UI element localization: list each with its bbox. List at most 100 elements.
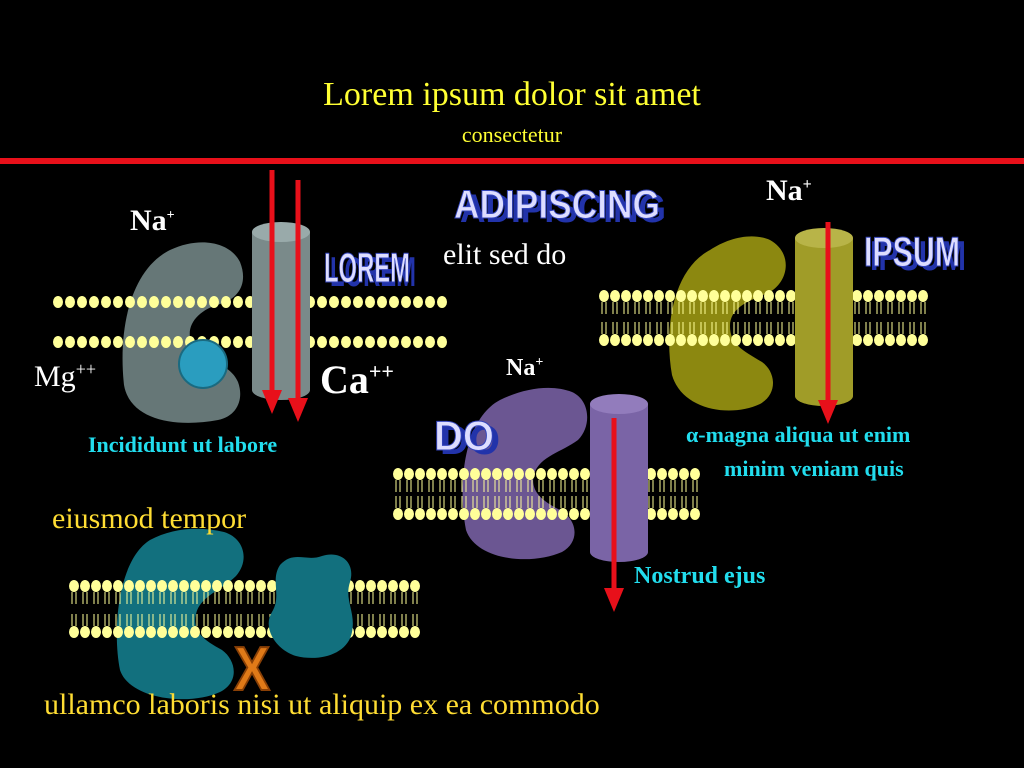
lipid-head <box>190 626 200 638</box>
lipid-head <box>355 580 365 592</box>
lipid-head <box>223 580 233 592</box>
lipid-head <box>448 508 458 520</box>
metabotropic-effectors: ullamco laboris nisi ut aliquip ex ea co… <box>44 688 600 721</box>
lipid-head <box>679 508 689 520</box>
lipid-tail <box>71 592 77 604</box>
lipid-tail <box>887 322 893 334</box>
lipid-head <box>91 626 101 638</box>
lipid-head <box>448 468 458 480</box>
ka-full-name: Nostrud ejus <box>634 563 766 589</box>
lipid-tail <box>854 302 860 314</box>
lipid-tail <box>612 322 618 334</box>
lipid-head <box>536 508 546 520</box>
nmda-channel <box>252 222 310 400</box>
lipid-tail <box>115 614 121 626</box>
lipid-tail <box>692 496 698 508</box>
lipid-head <box>125 296 135 308</box>
lipid-tail <box>898 302 904 314</box>
lipid-tail <box>401 614 407 626</box>
lipid-tail <box>170 614 176 626</box>
lipid-head <box>657 468 667 480</box>
lipid-tail <box>192 614 198 626</box>
lipid-head <box>212 580 222 592</box>
lipid-head <box>234 626 244 638</box>
lipid-head <box>113 626 123 638</box>
lipid-head <box>580 468 590 480</box>
lipid-head <box>389 336 399 348</box>
lipid-tail <box>368 592 374 604</box>
lipid-head <box>161 336 171 348</box>
lipid-tail <box>645 302 651 314</box>
lipid-tail <box>137 614 143 626</box>
lipid-head <box>426 508 436 520</box>
lipid-tail <box>516 496 522 508</box>
lipid-head <box>665 290 675 302</box>
lipid-head <box>190 580 200 592</box>
lipid-tail <box>656 322 662 334</box>
lipid-tail <box>406 480 412 492</box>
lipid-tail <box>711 302 717 314</box>
lipid-head <box>366 626 376 638</box>
glutamato-logo: ADIPISCING <box>454 183 660 227</box>
lipid-head <box>161 296 171 308</box>
lipid-tail <box>368 614 374 626</box>
lipid-tail <box>659 480 665 492</box>
lipid-head <box>610 334 620 346</box>
metabotropic-receptor-body <box>116 528 244 700</box>
lipid-head <box>146 580 156 592</box>
lipid-head <box>65 336 75 348</box>
lipid-tail <box>115 592 121 604</box>
lipid-head <box>885 334 895 346</box>
lipid-head <box>399 626 409 638</box>
lipid-tail <box>560 480 566 492</box>
lipid-head <box>918 334 928 346</box>
lipid-tail <box>247 614 253 626</box>
lipid-head <box>365 296 375 308</box>
lipid-tail <box>788 322 794 334</box>
lipid-tail <box>126 614 132 626</box>
lipid-head <box>690 508 700 520</box>
lipid-head <box>437 296 447 308</box>
ca-ion: Ca++ <box>320 360 394 400</box>
flow-arrows <box>262 170 838 612</box>
lipid-head <box>221 296 231 308</box>
lipid-head <box>102 626 112 638</box>
lipid-tail <box>258 592 264 604</box>
ka-logo-shadow: DO <box>440 416 500 463</box>
lipid-head <box>256 626 266 638</box>
lipid-tail <box>678 302 684 314</box>
lipid-head <box>65 296 75 308</box>
lipid-tail <box>417 496 423 508</box>
lipid-head <box>212 626 222 638</box>
lipid-head <box>102 580 112 592</box>
lipid-head <box>536 468 546 480</box>
lipid-tail <box>909 322 915 334</box>
lipid-head <box>179 626 189 638</box>
metabotropic-receptor: X <box>69 528 420 705</box>
lipid-head <box>245 626 255 638</box>
lipid-head <box>426 468 436 480</box>
na-ion-ka: Na+ <box>506 356 543 381</box>
lipid-tail <box>203 592 209 604</box>
lipid-head <box>896 334 906 346</box>
lipid-tail <box>192 592 198 604</box>
nmda-lipid-bilayer <box>53 296 447 348</box>
lipid-head <box>569 508 579 520</box>
lipid-head <box>643 290 653 302</box>
lipid-head <box>179 580 189 592</box>
lipid-head <box>676 334 686 346</box>
lipid-head <box>720 334 730 346</box>
lipid-head <box>786 334 796 346</box>
lipid-tail <box>909 302 915 314</box>
lipid-head <box>657 508 667 520</box>
lipid-head <box>101 336 111 348</box>
lipid-head <box>353 296 363 308</box>
ka-arrow <box>604 418 624 612</box>
lipid-head <box>135 580 145 592</box>
lipid-head <box>646 508 656 520</box>
lipid-tail <box>258 614 264 626</box>
lipid-head <box>547 508 557 520</box>
lipid-head <box>742 334 752 346</box>
lipid-head <box>388 580 398 592</box>
mg-ion-charge: ++ <box>75 359 96 379</box>
